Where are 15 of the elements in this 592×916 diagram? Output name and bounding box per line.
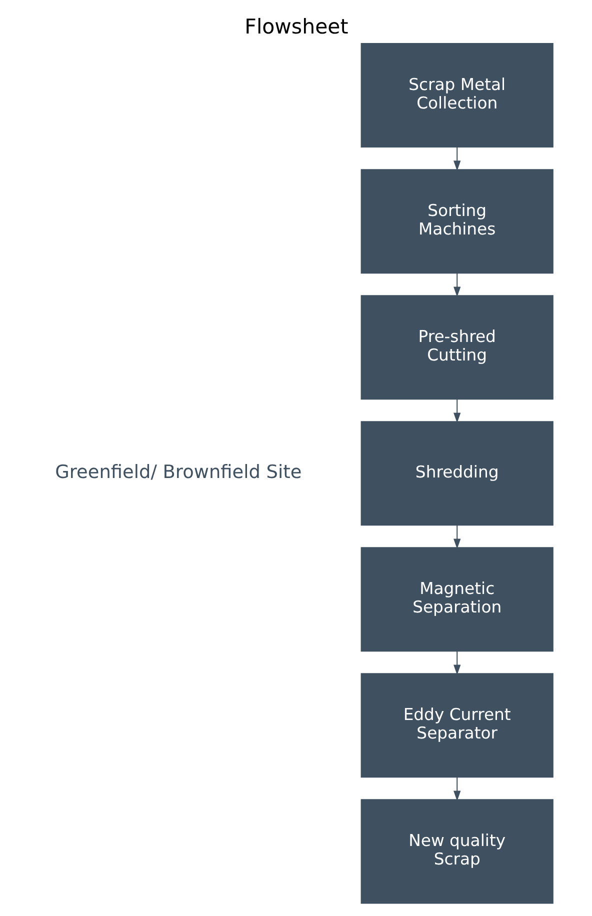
node-box: Shredding [360, 421, 553, 526]
arrow [453, 525, 460, 550]
node-box: New quality Scrap [360, 799, 553, 904]
node-box: Magnetic Separation [360, 547, 553, 652]
arrow [453, 777, 460, 802]
diagram-title: Flowsheet [244, 14, 348, 38]
label: Greenfield/ Brownfield Site [54, 462, 302, 483]
node-box: Scrap Metal Collection [360, 43, 553, 148]
arrow [453, 147, 460, 171]
arrow [453, 273, 460, 297]
arrow [453, 651, 460, 676]
arrow [453, 399, 460, 423]
node-box: Sorting Machines [360, 169, 553, 274]
node-box: Eddy Current Separator [360, 673, 553, 778]
node-box: Pre-shred Cutting [360, 295, 553, 400]
